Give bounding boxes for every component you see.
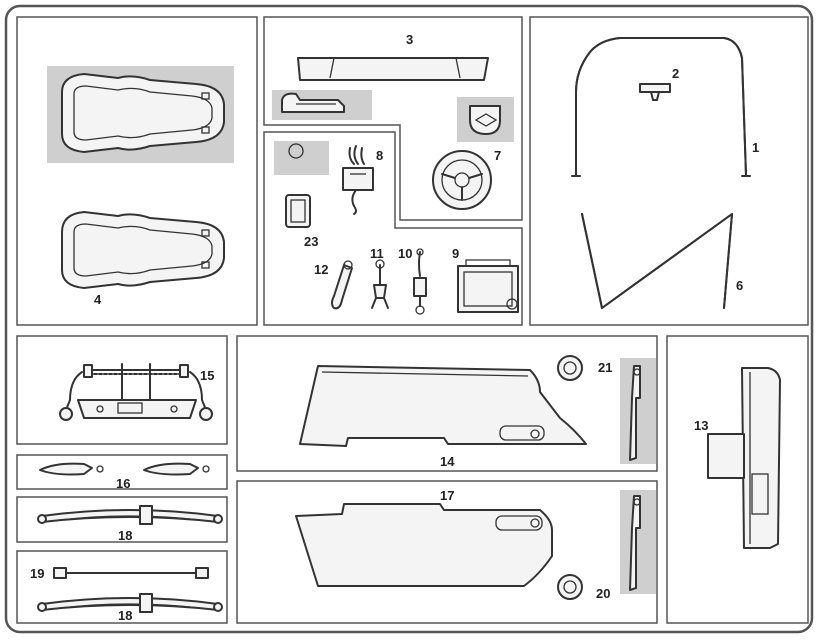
- leaf-spring-part-18-upper: [37, 505, 223, 525]
- antenna-rod-lower: [620, 490, 656, 594]
- label-7: 7: [494, 148, 501, 163]
- label-4: 4: [94, 292, 102, 307]
- panel-spring-lower: [16, 550, 228, 624]
- clip-part-2: [639, 83, 671, 101]
- label-11: 11: [370, 246, 384, 261]
- label-8: 8: [376, 148, 383, 163]
- label-19: 19: [30, 566, 44, 581]
- label-23: 23: [304, 234, 318, 249]
- label-3: 3: [406, 32, 413, 47]
- body-side-part-14: [299, 365, 587, 447]
- tie-rod-part-19: [53, 567, 209, 579]
- panel-roll-bars: [529, 16, 809, 326]
- rods-part-16: [39, 462, 210, 476]
- roll-bar-part-1: [571, 37, 751, 177]
- small-levers-parts-10-12: [331, 248, 427, 315]
- label-20: 20: [596, 586, 610, 601]
- label-13: 13: [694, 418, 708, 433]
- label-15: 15: [200, 368, 214, 383]
- label-12: 12: [314, 262, 328, 277]
- panel-rear-wing: [666, 335, 809, 624]
- antenna-rod-upper: [620, 358, 656, 464]
- label-1: 1: [752, 140, 759, 155]
- ring-part-21: [557, 355, 583, 381]
- label-16: 16: [116, 476, 130, 491]
- label-14: 14: [440, 454, 455, 469]
- label-17: 17: [440, 488, 454, 503]
- label-18-lower: 18: [118, 608, 132, 623]
- ring-part-20: [557, 574, 583, 600]
- label-9: 9: [452, 246, 459, 261]
- label-2: 2: [672, 66, 679, 81]
- switch-part-8: [274, 141, 374, 215]
- rear-wing-part-13: [707, 367, 781, 549]
- leaf-spring-part-18-lower: [37, 593, 223, 613]
- box-part-9: [457, 259, 519, 313]
- axle-part-15: [59, 363, 213, 421]
- brace-part-6: [581, 213, 733, 309]
- plate-part-23: [285, 194, 311, 228]
- dashboard-part-3: [272, 57, 489, 120]
- seat-part-4: [47, 66, 234, 289]
- body-side-part-17: [295, 503, 553, 587]
- label-21: 21: [598, 360, 612, 375]
- label-10: 10: [398, 246, 412, 261]
- label-6: 6: [736, 278, 743, 293]
- label-18-upper: 18: [118, 528, 132, 543]
- steering-wheel-part-7: [432, 97, 514, 210]
